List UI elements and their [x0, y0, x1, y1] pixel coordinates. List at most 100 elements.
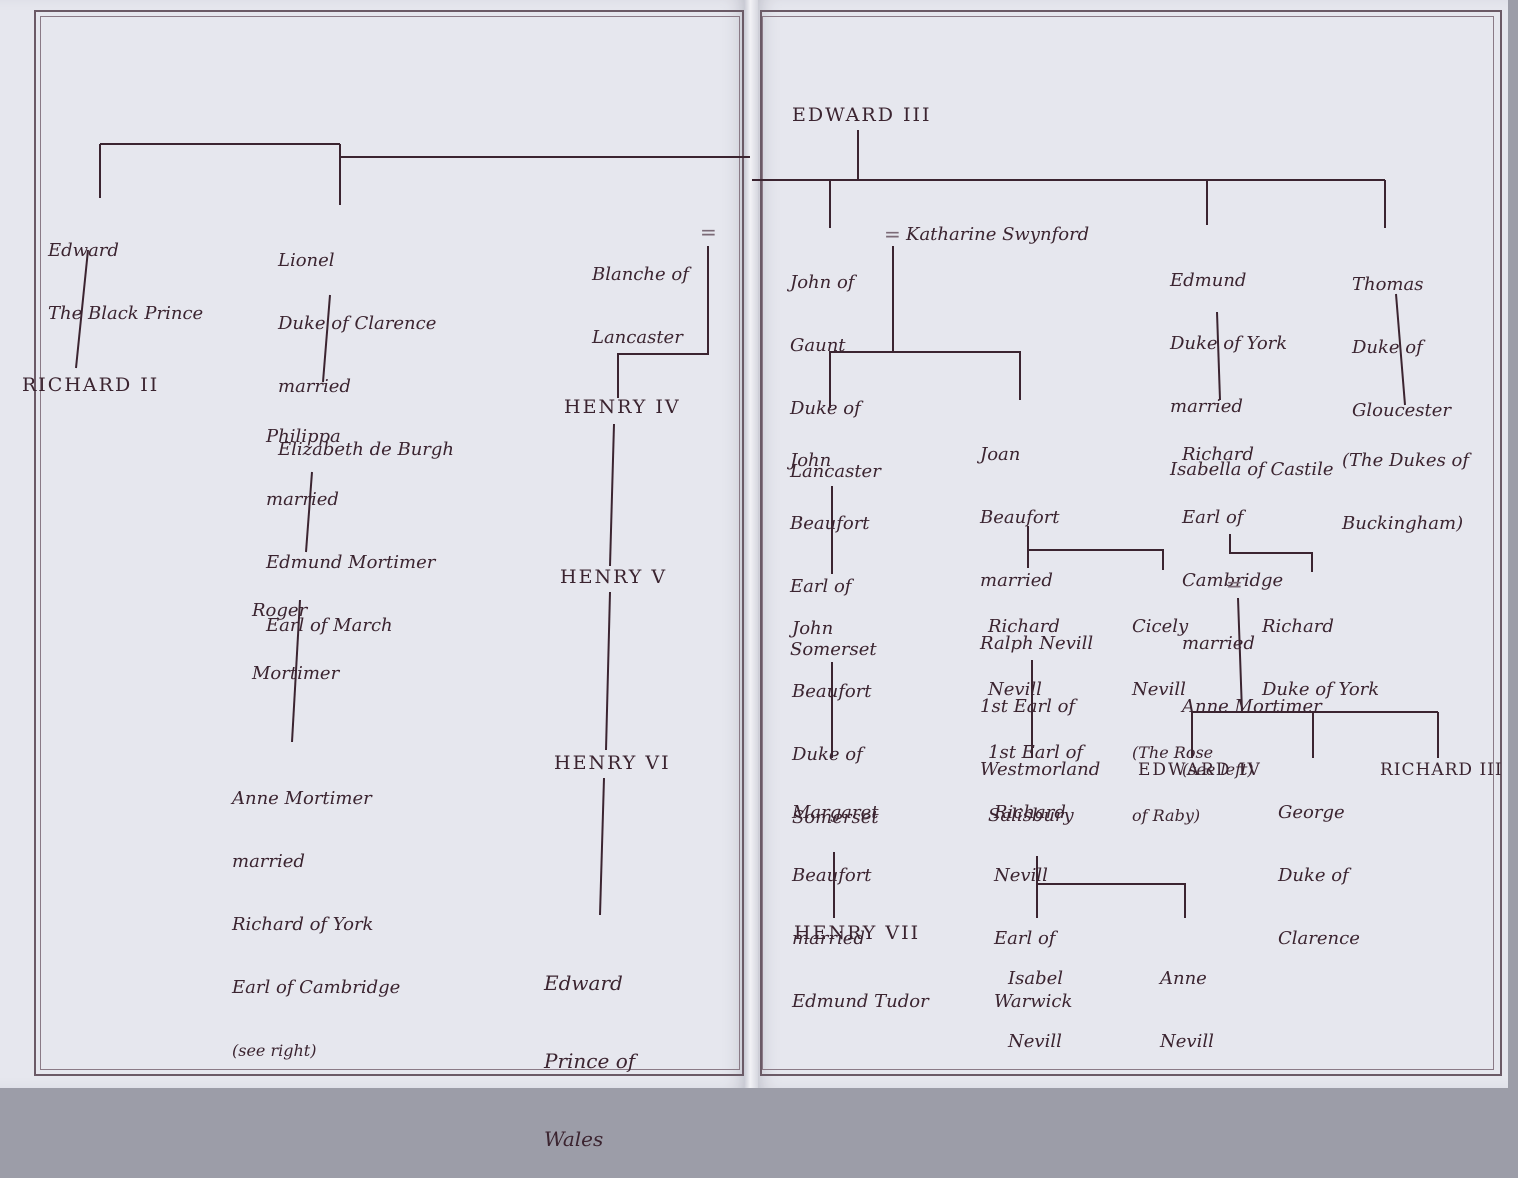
isabel-nevill: Isabel Nevill	[1008, 926, 1063, 1073]
note-line: (The Rose	[1132, 743, 1214, 762]
place-line: Lancaster	[592, 327, 683, 348]
henry-vi: HENRY VI	[554, 752, 671, 774]
surname-line: Beaufort	[792, 681, 872, 702]
name-line: Richard	[1262, 616, 1334, 637]
title-line-2: Somerset	[790, 639, 877, 660]
name-line: Anne Mortimer	[232, 788, 372, 809]
blanche-of-lancaster: Blanche of Lancaster	[592, 222, 689, 369]
york-children	[1191, 597, 1439, 758]
title-line-2: Clarence	[1278, 928, 1360, 949]
name-line: Edward	[48, 240, 119, 261]
blanche-drop	[617, 246, 709, 398]
right-frame	[760, 10, 1502, 1076]
title-line: Duke of	[1352, 337, 1423, 358]
title-line: Earl of	[790, 576, 852, 597]
title-line: Duke of	[790, 398, 861, 419]
spouse-line: Elizabeth de Burgh	[278, 439, 455, 460]
name-line: Anne	[1160, 968, 1207, 989]
title-line-2: Cambridge	[1182, 570, 1284, 591]
surname-line: Nevill	[994, 865, 1048, 886]
title-line: The Black Prince	[48, 303, 204, 324]
surname-line: Beaufort	[980, 507, 1060, 528]
surname-line: Nevill	[1160, 1031, 1214, 1052]
title-line: 1st Earl of	[980, 696, 1076, 717]
name-line: Richard	[988, 616, 1060, 637]
married-line: married	[1170, 396, 1243, 417]
married-line: married	[278, 376, 351, 397]
title-line: Duke of	[792, 744, 863, 765]
marriage-symbol-gaunt: =	[884, 222, 901, 246]
married-line: married	[792, 928, 865, 949]
john-of-gaunt: John of Gaunt Duke of Lancaster	[790, 230, 881, 503]
title-line: Duke of York	[1262, 679, 1380, 700]
name-line: John	[790, 450, 832, 471]
edmund-to-richard	[1216, 311, 1221, 401]
surname-line: Nevill	[1132, 679, 1186, 700]
edward-black-prince: Edward The Black Prince	[48, 198, 203, 345]
right-frame-inner	[762, 16, 1494, 1070]
philippa-to-roger	[305, 471, 313, 553]
left-page	[0, 0, 750, 1088]
married-line: married	[980, 570, 1053, 591]
spouse-line: Ralph Nevill	[980, 633, 1094, 654]
roger-to-anne	[291, 599, 301, 743]
surname-line: Beaufort	[792, 865, 872, 886]
family-tree-lines	[75, 130, 1439, 918]
title-line: Earl of	[1182, 507, 1244, 528]
title-line-2: Somerset	[792, 807, 879, 828]
richard-nevill-salisbury: Richard Nevill 1st Earl of Salisbury	[988, 574, 1083, 847]
john-beaufort-earl: John Beaufort Earl of Somerset	[790, 408, 877, 681]
warwick-down	[1036, 856, 1186, 918]
left-frame-inner	[40, 16, 740, 1070]
left-frame	[34, 10, 744, 1076]
surname-line: Nevill	[1008, 1031, 1062, 1052]
edward-prince-of-wales: Edward Prince of Wales	[544, 918, 635, 1178]
title-line-2: Warwick	[994, 991, 1073, 1012]
name-line: Richard	[994, 802, 1066, 823]
title-line: Duke of	[1278, 865, 1349, 886]
name-line: Blanche of	[592, 264, 689, 285]
title-line-2: Lancaster	[790, 461, 881, 482]
right-page	[752, 0, 1508, 1088]
note-line: (The Dukes of	[1342, 450, 1470, 471]
richard-iii: RICHARD III	[1380, 760, 1503, 780]
roger-mortimer: Roger Mortimer	[252, 558, 339, 705]
name-line-2: Gaunt	[790, 335, 846, 356]
note-line-2: Buckingham)	[1342, 513, 1464, 534]
title-line: Duke of York	[1170, 333, 1288, 354]
surname-line: Mortimer	[252, 663, 340, 684]
name-line: Isabel	[1008, 968, 1064, 989]
katharine-drop	[829, 246, 1021, 408]
title-line: Earl of	[994, 928, 1056, 949]
title-line-2: Westmorland	[980, 759, 1101, 780]
spouse-line: Edmund Tudor	[792, 991, 929, 1012]
spouse-line: Anne Mortimer	[1182, 696, 1322, 717]
thomas-to-buckingham	[1395, 293, 1406, 406]
lionel-to-philippa	[322, 294, 331, 383]
title-line-2: Wales	[544, 1127, 604, 1151]
title-line-2: Salisbury	[988, 805, 1074, 826]
cicely-nevill: Cicely Nevill (The Rose of Raby)	[1132, 574, 1213, 847]
spouse-line: Richard of York	[232, 914, 374, 935]
richard-to-duke	[1229, 534, 1313, 572]
thomas-duke-of-gloucester: Thomas Duke of Gloucester	[1352, 232, 1451, 442]
joan-drop	[1027, 526, 1164, 570]
richard-earl-of-cambridge: Richard Earl of Cambridge married Anne M…	[1182, 402, 1322, 801]
spouse-line: Isabella of Castile	[1170, 459, 1334, 480]
name-line: John of	[790, 272, 855, 293]
richard-ii: RICHARD II	[22, 374, 160, 396]
richard-nevill-warwick: Richard Nevill Earl of Warwick	[994, 760, 1072, 1033]
henry-vi-to-edward	[599, 777, 605, 916]
book-gutter	[744, 0, 758, 1088]
married-line: married	[1182, 633, 1255, 654]
name-line: Lionel	[278, 250, 335, 271]
title-line: Earl of Cambridge	[232, 977, 401, 998]
name-line: Roger	[252, 600, 308, 621]
title-line-2: Gloucester	[1352, 400, 1452, 421]
married-line: married	[232, 851, 305, 872]
henry-iv: HENRY IV	[564, 396, 681, 418]
edward-iv: EDWARD IV	[1138, 760, 1262, 780]
married-line: married	[266, 489, 339, 510]
marriage-symbol-york: =	[1226, 572, 1243, 596]
dukes-of-buckingham: (The Dukes of Buckingham)	[1342, 408, 1469, 555]
